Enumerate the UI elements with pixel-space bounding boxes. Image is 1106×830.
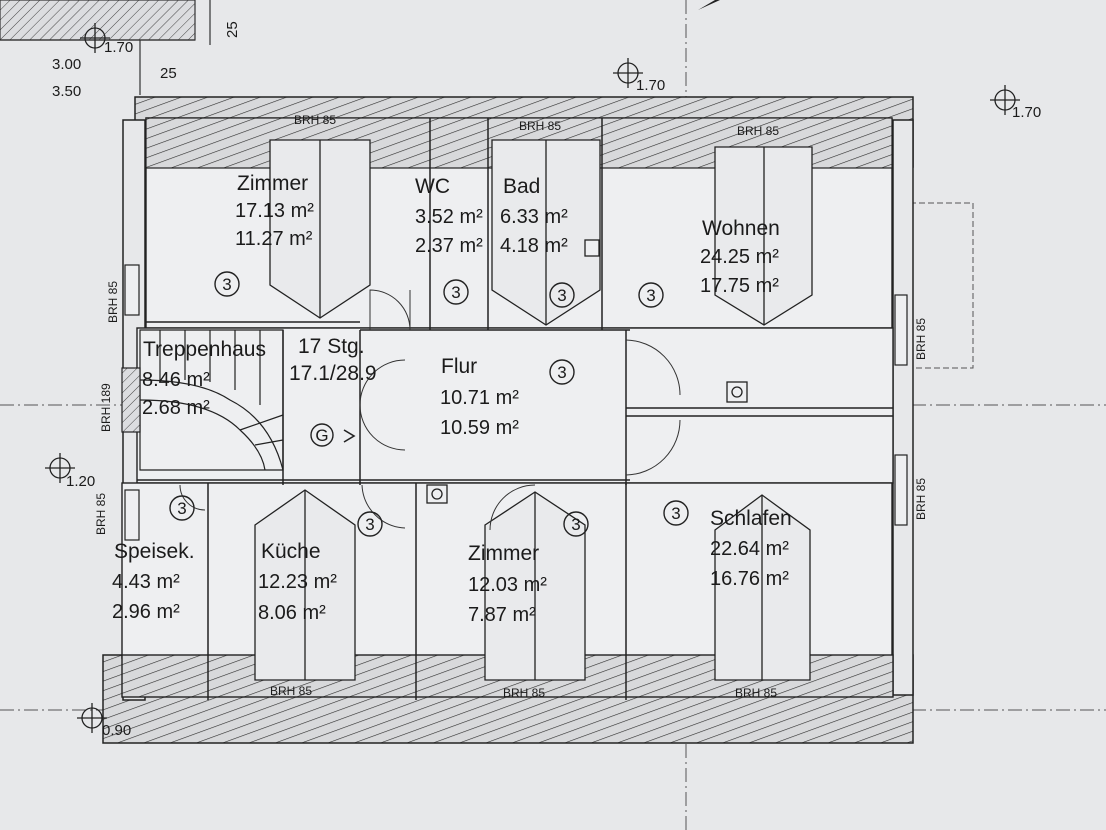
room-area-gross: 24.25 m²	[700, 246, 779, 268]
room-area-gross: 6.33 m²	[500, 206, 568, 228]
room-name: Wohnen	[702, 217, 780, 240]
room-area-net: 2.37 m²	[415, 235, 483, 257]
side-windows	[124, 264, 908, 541]
roof-windows-bottom	[254, 489, 811, 681]
brh-label: BRH 85	[270, 684, 312, 698]
room-name: Bad	[503, 175, 540, 198]
brh-label: BRH 85	[519, 119, 561, 133]
room-name: WC	[415, 175, 450, 198]
room-area-net: 7.87 m²	[468, 604, 536, 626]
room-area-net: 10.59 m²	[440, 417, 519, 439]
brh-label: BRH 85	[106, 281, 120, 323]
room-marker: 3	[222, 275, 231, 294]
roof-windows-top	[269, 139, 813, 326]
room-marker: 3	[671, 504, 680, 523]
room-area-gross: 12.03 m²	[468, 574, 547, 596]
room-area-net: 2.96 m²	[112, 601, 180, 623]
stair-symbol: G	[315, 426, 328, 445]
level-left: 1.20	[66, 473, 95, 490]
room-area-net: 11.27 m²	[235, 228, 313, 250]
brh-label: BRH 189	[99, 383, 113, 432]
brh-label: BRH 85	[294, 113, 336, 127]
dim-3-50: 3.50	[52, 83, 81, 100]
room-speisekammer: Speisek. 4.43 m² 2.96 m²	[112, 540, 195, 623]
room-area-net: 8.06 m²	[258, 602, 326, 624]
brh-label: BRH 85	[94, 493, 108, 535]
room-name: Zimmer	[468, 542, 539, 565]
room-name: Küche	[261, 540, 321, 563]
room-marker: 3	[557, 286, 566, 305]
room-area-gross: 22.64 m²	[710, 538, 789, 560]
door-swings	[179, 289, 681, 531]
partition-walls	[137, 118, 893, 700]
room-name: Flur	[441, 355, 477, 378]
brh-label: BRH 85	[503, 686, 545, 700]
room-wohnen: Wohnen 24.25 m² 17.75 m²	[700, 217, 780, 297]
room-area-gross: 8.46 m²	[142, 369, 210, 391]
room-marker: 3	[451, 283, 460, 302]
level-right: 1.70	[1012, 104, 1041, 121]
brh-label: BRH 85	[737, 124, 779, 138]
room-name: Zimmer	[237, 172, 308, 195]
room-markers	[169, 271, 689, 537]
room-area-gross: 10.71 m²	[440, 387, 519, 409]
room-area-net: 17.75 m²	[700, 275, 779, 297]
stair-steps: 17 Stg.	[298, 335, 365, 358]
shaft-markers	[426, 239, 748, 504]
brh-label: BRH 85	[914, 478, 928, 520]
room-kueche: Küche 12.23 m² 8.06 m²	[258, 540, 337, 624]
room-bad: Bad 6.33 m² 4.18 m²	[500, 175, 568, 257]
room-schlafen: Schlafen 22.64 m² 16.76 m²	[710, 507, 792, 590]
stair-direction-arrow	[343, 429, 356, 443]
room-name: Treppenhaus	[143, 338, 266, 361]
level-bottom: 0.90	[102, 722, 131, 739]
room-area-net: 4.18 m²	[500, 235, 568, 257]
level-top-left: 1.70	[104, 39, 133, 56]
room-area-net: 16.76 m²	[710, 568, 789, 590]
dim-25-left: 25	[160, 65, 177, 82]
room-wc: WC 3.52 m² 2.37 m²	[415, 175, 483, 257]
room-area-gross: 3.52 m²	[415, 206, 483, 228]
room-flur: Flur 10.71 m² 10.59 m²	[440, 355, 519, 439]
dim-3-00: 3.00	[52, 56, 81, 73]
stair-ratio: 17.1/28.9	[289, 362, 377, 385]
room-marker: 3	[557, 363, 566, 382]
room-zimmer-nw: Zimmer 17.13 m² 11.27 m²	[235, 172, 314, 250]
level-markers	[45, 23, 1020, 733]
room-name: Speisek.	[114, 540, 195, 563]
room-area-gross: 4.43 m²	[112, 571, 180, 593]
room-marker: 3	[571, 515, 580, 534]
brh-label: BRH 85	[735, 686, 777, 700]
corner-mark	[698, 0, 720, 10]
room-zimmer-s: Zimmer 12.03 m² 7.87 m²	[468, 542, 547, 626]
brh-label: BRH 85	[914, 318, 928, 360]
staircase	[121, 329, 284, 471]
dim-25-top: 25	[224, 21, 241, 38]
room-marker: 3	[646, 286, 655, 305]
room-name: Schlafen	[710, 507, 792, 530]
room-area-gross: 12.23 m²	[258, 571, 337, 593]
room-treppenhaus: Treppenhaus 8.46 m² 2.68 m²	[142, 338, 266, 419]
room-marker: 3	[365, 515, 374, 534]
room-area-net: 2.68 m²	[142, 397, 210, 419]
room-area-gross: 17.13 m²	[235, 200, 314, 222]
level-top-center: 1.70	[636, 77, 665, 94]
room-marker: 3	[177, 499, 186, 518]
adjacent-structure	[0, 0, 211, 95]
